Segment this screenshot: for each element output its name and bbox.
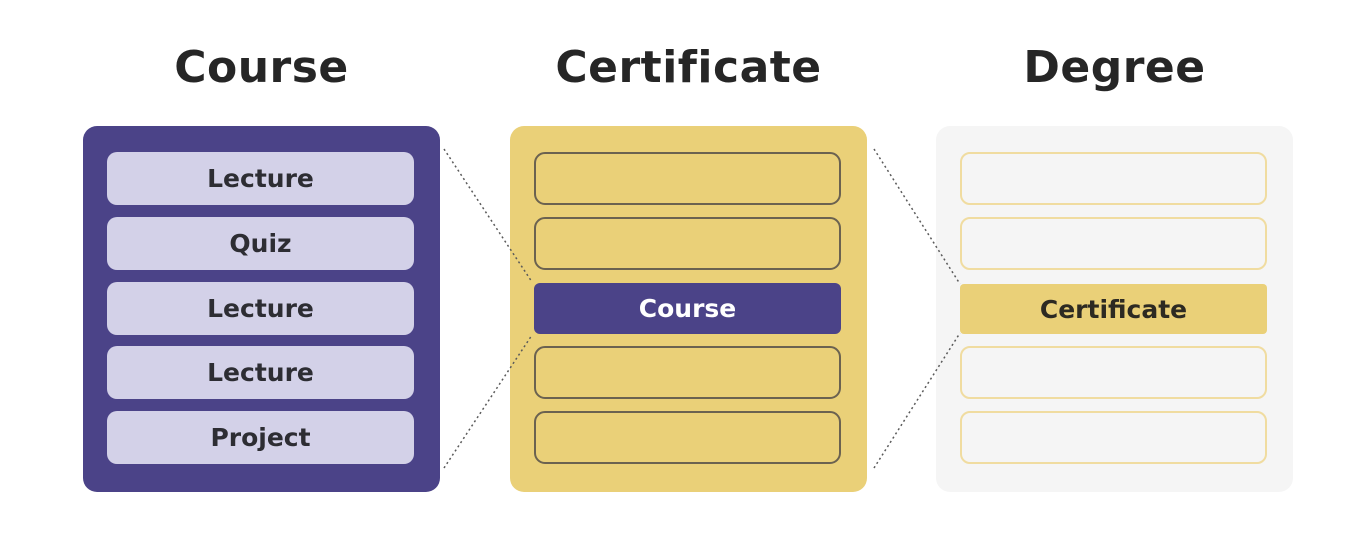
- course-column-title: Course: [174, 42, 349, 93]
- degree-slot-1: [960, 152, 1267, 205]
- certificate-slot-4: [534, 346, 841, 399]
- certificate-slot-5: [534, 411, 841, 464]
- course-item-quiz: Quiz: [107, 217, 414, 270]
- course-item-lecture-3: Lecture: [107, 346, 414, 399]
- degree-column-title: Degree: [1023, 42, 1206, 93]
- degree-slot-2: [960, 217, 1267, 270]
- connector-course-bottom: [443, 334, 533, 469]
- course-item-project: Project: [107, 411, 414, 464]
- certificate-slot-2: [534, 217, 841, 270]
- connector-certificate-bottom: [873, 332, 961, 469]
- certificate-panel: Course: [510, 126, 867, 492]
- degree-slot-4: [960, 346, 1267, 399]
- certificate-column-title: Certificate: [555, 42, 822, 93]
- course-item-lecture-2: Lecture: [107, 282, 414, 335]
- degree-slot-5: [960, 411, 1267, 464]
- degree-slot-certificate: Certificate: [960, 284, 1267, 334]
- degree-panel: Certificate: [936, 126, 1293, 492]
- course-item-lecture-1: Lecture: [107, 152, 414, 205]
- course-panel: Lecture Quiz Lecture Lecture Project: [83, 126, 440, 492]
- certificate-slot-1: [534, 152, 841, 205]
- connector-course-top: [443, 148, 533, 283]
- certificate-slot-course: Course: [534, 283, 841, 334]
- connector-certificate-top: [873, 148, 961, 285]
